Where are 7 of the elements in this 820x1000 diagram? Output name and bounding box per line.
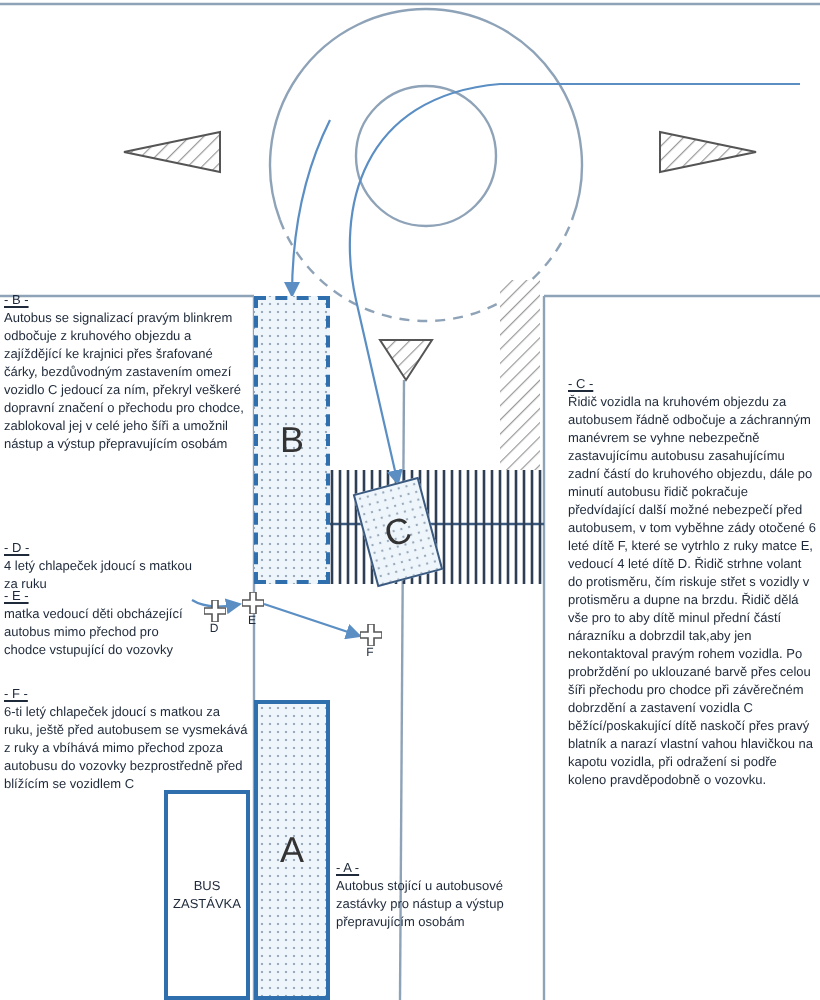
path-arrow — [349, 82, 800, 486]
bus-shape: B — [254, 296, 330, 584]
car-shape: C — [352, 476, 444, 588]
arrow — [191, 598, 242, 615]
arrow — [263, 602, 362, 640]
path-arrow — [284, 119, 331, 298]
bus-shape: A — [254, 700, 330, 1000]
